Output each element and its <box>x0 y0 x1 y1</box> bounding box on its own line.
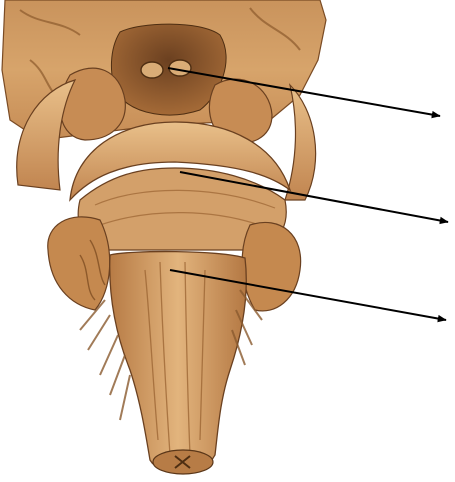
stem-cut-end <box>153 450 213 474</box>
medulla-oblongata <box>110 252 247 472</box>
